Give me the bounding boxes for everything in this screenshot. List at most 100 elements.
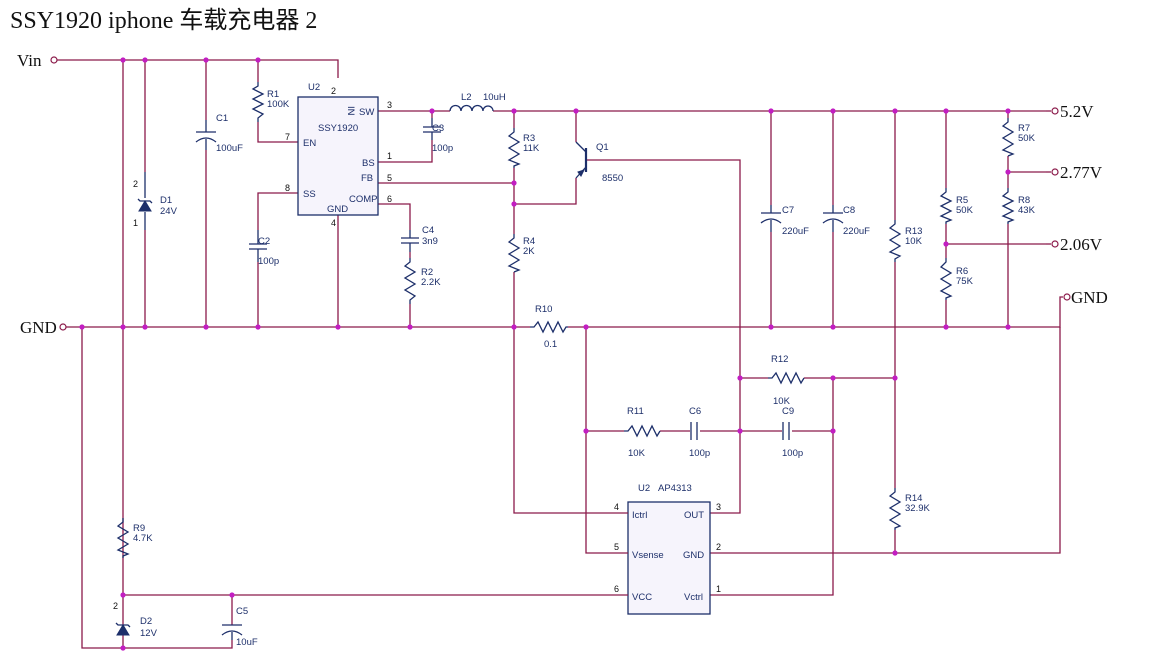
d1-pin-a: 2 — [133, 179, 138, 189]
pin-label-out: OUT — [684, 510, 704, 521]
resistor-r1: R1 100K — [251, 82, 290, 122]
d1-pin-b: 1 — [133, 218, 138, 228]
r13-ref: R13 — [905, 226, 922, 237]
net-label-gnd-right: GND — [1071, 288, 1108, 307]
resistor-r6: R6 75K — [939, 258, 974, 300]
net-label-2v06: 2.06V — [1060, 235, 1103, 254]
pin-label-fb: FB — [361, 173, 373, 184]
pin-number-vcc: 6 — [614, 584, 619, 594]
c7-value: 220uF — [782, 226, 809, 237]
d1-value: 24V — [160, 206, 178, 217]
pin-label-vctrl: Vctrl — [684, 592, 703, 603]
pin-number-fb: 5 — [387, 173, 392, 183]
resistor-r7: R7 50K — [1001, 118, 1036, 157]
r12-ref: R12 — [771, 354, 788, 365]
r5-ref: R5 — [956, 195, 968, 206]
pin-label-sw: SW — [359, 107, 374, 118]
pin-label-ss: SS — [303, 189, 316, 200]
r8-value: 43K — [1018, 205, 1036, 216]
c3-ref: C3 — [432, 123, 444, 134]
r6-ref: R6 — [956, 266, 968, 277]
capacitor-c3: C3 100p — [423, 118, 453, 154]
r3-ref: R3 — [523, 133, 535, 144]
pin-number-gnd: 4 — [331, 218, 336, 228]
pin-number-u2-gnd: 2 — [716, 542, 721, 552]
capacitor-c4: C4 3n9 — [401, 225, 438, 252]
r1-ref: R1 — [267, 89, 279, 100]
c6-ref: C6 — [689, 406, 701, 417]
terminal-vin: Vin — [17, 51, 58, 70]
pin-label-vcc: VCC — [632, 592, 652, 603]
c9-value: 100p — [782, 448, 803, 459]
ic-ap4313: U2 AP4313 Ictrl OUT Vsense GND VCC Vctrl… — [614, 483, 721, 615]
r2-ref: R2 — [421, 267, 433, 278]
ic-ssy1920-name: SSY1920 — [318, 123, 358, 134]
r5-value: 50K — [956, 205, 974, 216]
pin-number-bs: 1 — [387, 151, 392, 161]
pin-number-in: 2 — [331, 86, 336, 96]
r11-value: 10K — [628, 448, 646, 459]
pin-number-ss: 8 — [285, 183, 290, 193]
resistor-r3: R3 11K — [507, 128, 540, 168]
c3-value: 100p — [432, 143, 453, 154]
c4-value: 3n9 — [422, 236, 438, 247]
pin-number-out: 3 — [716, 502, 721, 512]
pin-number-en: 7 — [285, 132, 290, 142]
capacitor-c7: C7 220uF — [760, 205, 809, 237]
net-label-gnd-left: GND — [20, 318, 57, 337]
r9-ref: R9 — [133, 523, 145, 534]
r6-value: 75K — [956, 276, 974, 287]
resistor-r10: R10 0.1 — [530, 304, 568, 350]
d2-pin-a: 2 — [113, 601, 118, 611]
pin-label-vsense: Vsense — [632, 550, 664, 561]
r10-value: 0.1 — [544, 339, 557, 350]
pin-number-vctrl: 1 — [716, 584, 721, 594]
r14-value: 32.9K — [905, 503, 930, 514]
q1-value: 8550 — [602, 173, 623, 184]
diagram-title: SSY1920 iphone 车载充电器 2 — [10, 7, 317, 34]
r4-value: 2K — [523, 246, 535, 257]
resistor-r4: R4 2K — [507, 234, 535, 273]
pin-label-in: IN — [345, 106, 356, 116]
ic-ap4313-name: AP4313 — [658, 483, 692, 494]
transistor-q1: Q1 8550 — [575, 141, 623, 184]
terminal-2v06: 2.06V — [1046, 235, 1103, 254]
capacitor-c8: C8 220uF — [822, 205, 870, 237]
zener-diode-d2: D2 12V 2 — [113, 601, 158, 639]
ic-ssy1920-ref: U2 — [308, 82, 320, 93]
d1-ref: D1 — [160, 195, 172, 206]
pin-label-ictrl: Ictrl — [632, 510, 647, 521]
r13-value: 10K — [905, 236, 923, 247]
r7-ref: R7 — [1018, 123, 1030, 134]
net-label-vin: Vin — [17, 51, 42, 70]
pin-label-gnd: GND — [327, 204, 348, 215]
c1-ref: C1 — [216, 113, 228, 124]
l2-ref: L2 — [461, 92, 472, 103]
r7-value: 50K — [1018, 133, 1036, 144]
resistor-r9: R9 4.7K — [116, 518, 153, 558]
r12-value: 10K — [773, 396, 791, 407]
junction-dots — [79, 57, 1011, 651]
pin-number-comp: 6 — [387, 194, 392, 204]
c5-ref: C5 — [236, 606, 248, 617]
resistor-r11: R11 10K — [624, 406, 661, 459]
capacitor-c6: C6 100p — [689, 406, 710, 459]
pin-label-u2-gnd: GND — [683, 550, 704, 561]
wires — [57, 59, 1061, 649]
d2-ref: D2 — [140, 616, 152, 627]
l2-value: 10uH — [483, 92, 506, 103]
c7-ref: C7 — [782, 205, 794, 216]
inductor-l2: L2 10uH — [449, 92, 506, 112]
resistor-r8: R8 43K — [1001, 188, 1036, 224]
c9-ref: C9 — [782, 406, 794, 417]
capacitor-c5: C5 10uF — [221, 606, 258, 648]
resistor-r14: R14 32.9K — [888, 488, 930, 530]
resistor-r5: R5 50K — [939, 188, 974, 224]
terminal-5v2: 5.2V — [1046, 102, 1094, 121]
pin-number-ictrl: 4 — [614, 502, 619, 512]
ic-ssy1920: U2 SSY1920 IN SW EN BS FB SS COMP GND 2 … — [285, 82, 392, 228]
pin-number-vsense: 5 — [614, 542, 619, 552]
r10-ref: R10 — [535, 304, 552, 315]
capacitor-c1: C1 100uF — [195, 113, 243, 154]
c8-value: 220uF — [843, 226, 870, 237]
